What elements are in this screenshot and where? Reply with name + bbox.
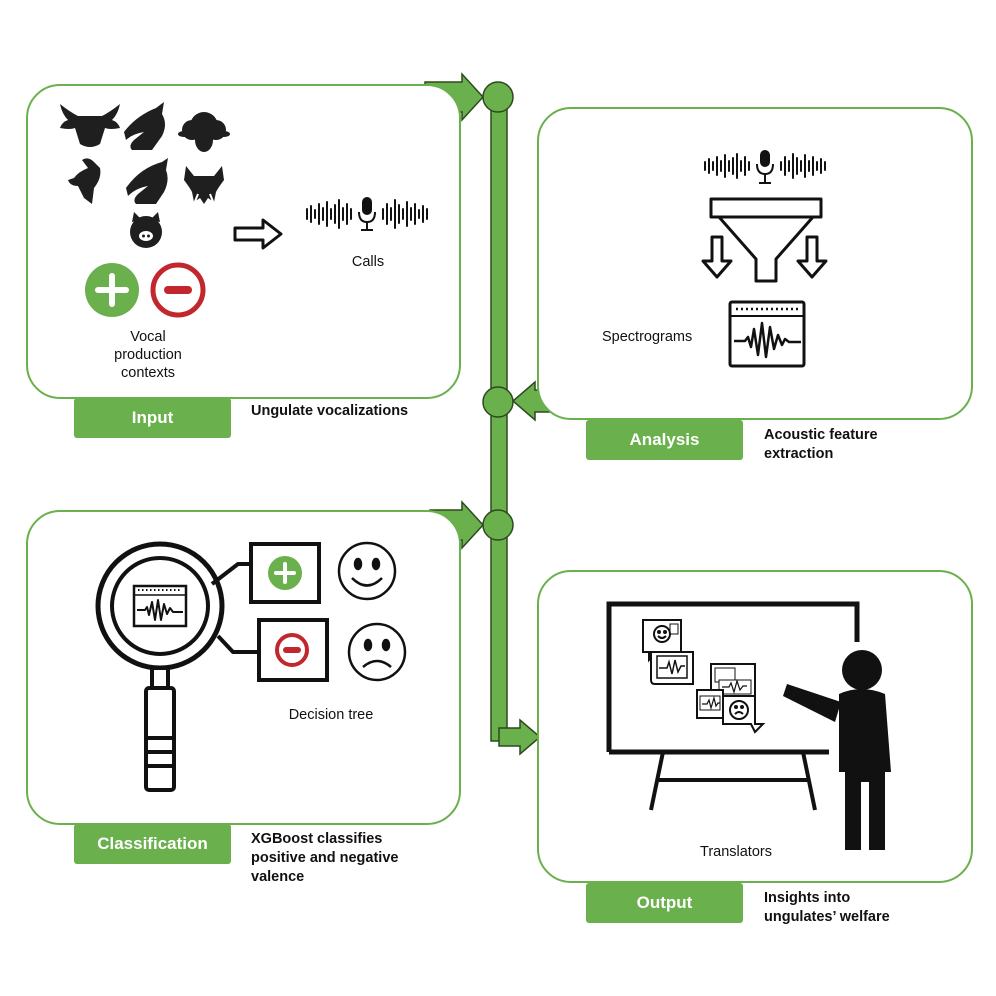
output-badge: Output bbox=[586, 883, 743, 923]
node-dot-2 bbox=[482, 386, 514, 418]
flow-spine bbox=[490, 96, 508, 742]
classification-description: XGBoost classifies positive and negative… bbox=[251, 830, 398, 887]
speech-bubble-icon bbox=[710, 663, 756, 697]
analysis-description-line-1: Acoustic feature bbox=[764, 427, 878, 443]
goat-icon bbox=[68, 158, 101, 204]
speech-bubble-icon bbox=[696, 689, 724, 719]
happy-face-icon bbox=[337, 541, 397, 601]
presenter-icon bbox=[783, 650, 891, 850]
classification-illustration bbox=[95, 541, 407, 792]
sheep-icon bbox=[178, 112, 230, 152]
decision-tree-label: Decision tree bbox=[288, 707, 374, 723]
analysis-description-line-2: extraction bbox=[764, 446, 834, 462]
classification-description-line-2: positive and negative bbox=[251, 850, 399, 866]
analysis-panel: Spectrograms bbox=[537, 107, 973, 420]
contexts-line-1: Vocal bbox=[130, 329, 166, 345]
horse-icon bbox=[124, 102, 165, 150]
horse-icon bbox=[126, 158, 168, 204]
classification-description-line-3: valence bbox=[251, 869, 305, 885]
minus-icon bbox=[275, 633, 309, 667]
input-illustration bbox=[60, 102, 428, 318]
analysis-badge: Analysis bbox=[586, 420, 743, 460]
minus-icon bbox=[150, 262, 206, 318]
output-description: Insights into ungulates’ welfare bbox=[764, 889, 890, 927]
input-panel: Calls Vocal production contexts bbox=[26, 84, 461, 399]
sound-wave-icon bbox=[704, 153, 826, 179]
node-dot-1 bbox=[482, 81, 514, 113]
microphone-icon bbox=[756, 150, 774, 184]
input-description: Ungulate vocalizations bbox=[251, 403, 409, 419]
sound-wave-icon bbox=[306, 199, 428, 229]
sad-face-icon bbox=[347, 622, 407, 682]
arrow-spine-to-output bbox=[498, 718, 542, 756]
speech-bubble-icon bbox=[722, 695, 766, 734]
contexts-label: Vocal production contexts bbox=[88, 328, 208, 382]
cow-icon bbox=[60, 104, 120, 147]
spectrogram-icon bbox=[728, 300, 806, 368]
right-arrow-icon bbox=[233, 218, 283, 250]
translators-label: Translators bbox=[700, 844, 772, 860]
output-panel: Translators bbox=[537, 570, 973, 883]
pig-icon bbox=[130, 212, 162, 248]
magnifier-icon bbox=[95, 541, 225, 792]
spectrograms-label: Spectrograms bbox=[602, 329, 693, 345]
boar-icon bbox=[184, 166, 224, 205]
board-icon bbox=[606, 601, 860, 811]
down-arrow-icon bbox=[701, 235, 828, 279]
funnel-icon bbox=[709, 197, 823, 283]
node-dot-3 bbox=[482, 509, 514, 541]
output-illustration bbox=[606, 601, 891, 850]
analysis-illustration bbox=[701, 150, 828, 368]
output-description-line-2: ungulates’ welfare bbox=[764, 909, 890, 925]
decision-tree-branches bbox=[210, 562, 258, 654]
calls-label: Calls bbox=[351, 254, 385, 270]
classification-badge: Classification bbox=[74, 824, 231, 864]
speech-bubble-icon bbox=[650, 651, 694, 685]
plus-icon bbox=[268, 556, 302, 590]
plus-icon bbox=[85, 263, 139, 317]
analysis-description: Acoustic feature extraction bbox=[764, 426, 878, 464]
classification-description-line-1: XGBoost classifies bbox=[251, 831, 383, 847]
contexts-line-3: contexts bbox=[121, 365, 175, 381]
microphone-icon bbox=[358, 197, 376, 231]
classification-panel: Decision tree bbox=[26, 510, 461, 825]
contexts-line-2: production bbox=[114, 347, 182, 363]
input-badge: Input bbox=[74, 398, 231, 438]
output-description-line-1: Insights into bbox=[764, 890, 851, 906]
